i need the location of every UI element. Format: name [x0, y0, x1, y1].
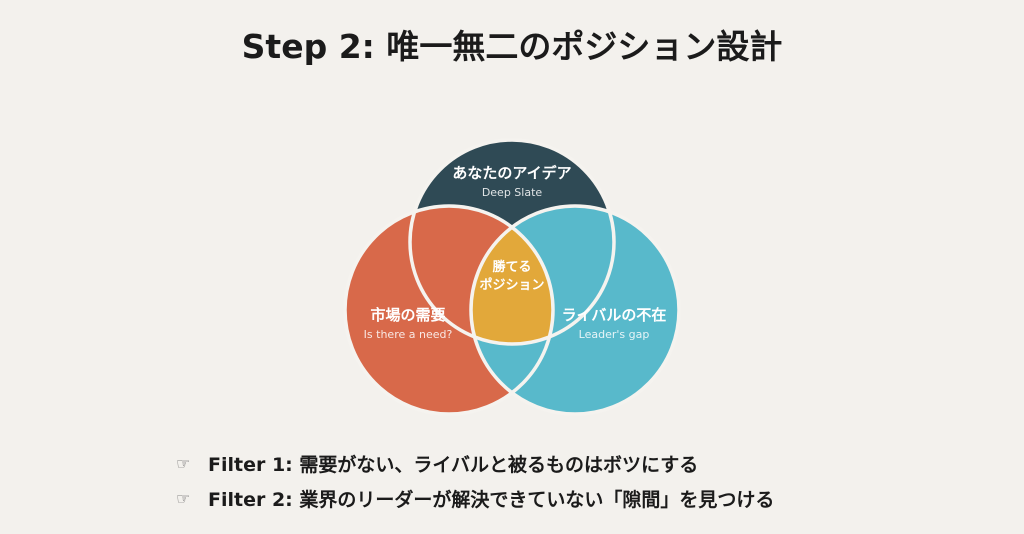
venn-outline-demand — [343, 204, 555, 416]
venn-center-region — [471, 206, 553, 344]
pointing-hand-icon: ☞ — [176, 489, 191, 508]
venn-outline-no-rival — [469, 204, 681, 416]
filter-text: Filter 1: 需要がない、ライバルと被るものはボツにする — [208, 454, 699, 476]
no-rival-title: ライバルの不在 — [561, 306, 667, 324]
venn-label-demand: 市場の需要 Is there a need? — [364, 304, 453, 341]
page-title: Step 2: 唯一無二のポジション設計 — [241, 27, 783, 66]
venn-label-idea: あなたのアイデア Deep Slate — [452, 162, 571, 199]
filter-list: ☞ Filter 1: 需要がない、ライバルと被るものはボツにする ☞ Filt… — [176, 446, 774, 516]
venn-label-center: 勝てる ポジション — [479, 259, 544, 295]
venn-label-no-rival: ライバルの不在 Leader's gap — [562, 304, 667, 341]
pointing-hand-icon: ☞ — [176, 454, 191, 473]
center-line-2: ポジション — [479, 278, 545, 293]
idea-subtitle: Deep Slate — [481, 186, 543, 199]
filter-item: ☞ Filter 2: 業界のリーダーが解決できていない「隙間」を見つける — [176, 481, 774, 516]
center-line-1: 勝てる — [492, 260, 532, 275]
filter-item: ☞ Filter 1: 需要がない、ライバルと被るものはボツにする — [176, 446, 774, 481]
no-rival-subtitle: Leader's gap — [578, 328, 650, 341]
demand-title: 市場の需要 — [370, 306, 446, 324]
demand-subtitle: Is there a need? — [363, 328, 453, 341]
idea-title: あなたのアイデア — [452, 164, 572, 182]
venn-outline-idea — [408, 138, 616, 346]
filter-text: Filter 2: 業界のリーダーが解決できていない「隙間」を見つける — [208, 489, 775, 511]
